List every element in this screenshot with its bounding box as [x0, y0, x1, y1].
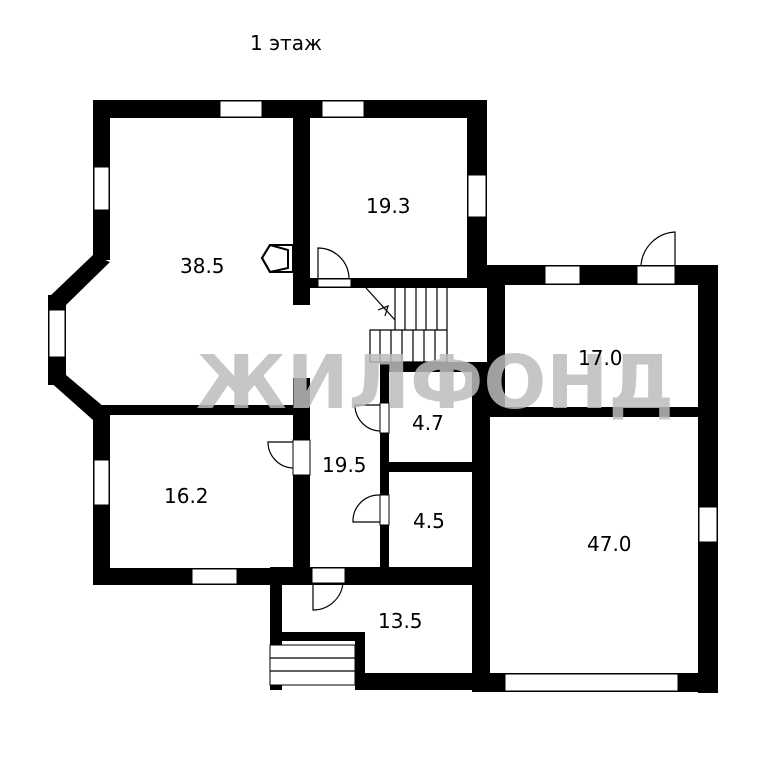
room-area-entry: 13.5	[378, 609, 423, 633]
fireplace-icon	[260, 243, 294, 274]
room-area-hall: 19.5	[322, 453, 367, 477]
doors	[267, 231, 676, 611]
room-area-top-right: 19.3	[366, 194, 411, 218]
room-area-garage: 47.0	[587, 532, 632, 556]
room-labels: 38.5 19.3 17.0 4.7 19.5 16.2 4.5 47.0 13…	[164, 194, 632, 633]
watermark: ЖИЛФОНД	[196, 340, 674, 426]
staircase	[365, 287, 448, 363]
floor-title: 1 этаж	[250, 31, 322, 55]
room-area-living: 38.5	[180, 254, 225, 278]
room-area-bedroom: 16.2	[164, 484, 209, 508]
room-area-east: 17.0	[578, 346, 623, 370]
room-area-closet-2: 4.5	[413, 509, 445, 533]
windows	[48, 100, 718, 692]
room-area-closet-1: 4.7	[412, 411, 444, 435]
